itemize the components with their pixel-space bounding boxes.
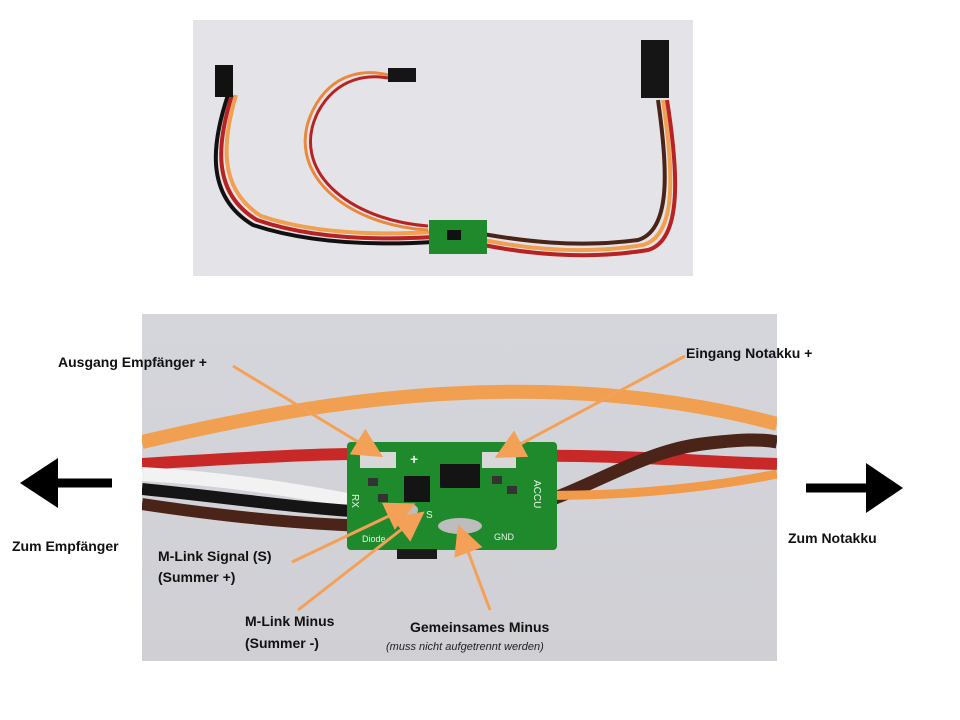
silk-accu: ACCU (531, 480, 542, 508)
pointer-mlink-signal (291, 502, 416, 564)
label-ausgang-empfaenger: Ausgang Empfänger + (58, 354, 207, 370)
servo-connector-right (641, 40, 669, 98)
servo-connector-left (215, 65, 233, 97)
photo-cable-overview (193, 20, 693, 276)
diode-component (404, 476, 430, 502)
silk-rx: RX (349, 494, 360, 508)
wire-red-left (142, 448, 358, 470)
label-mlink-minus-2: (Summer -) (245, 635, 319, 651)
wire-orange (142, 384, 777, 449)
label-zum-notakku: Zum Notakku (788, 530, 877, 546)
pointer-ausgang (232, 364, 384, 458)
label-mlink-signal-1: M-Link Signal (S) (158, 548, 272, 564)
pointer-gemeinsames-minus (454, 524, 492, 611)
silk-plus: + (410, 451, 418, 467)
silk-gnd: GND (494, 532, 515, 542)
arrow-right-icon (806, 463, 903, 513)
arrow-left-icon (20, 458, 112, 508)
servo-connector-middle (388, 68, 416, 82)
silk-s: S (426, 510, 433, 521)
pointer-eingang (494, 354, 686, 458)
label-zum-empfaenger: Zum Empfänger (12, 538, 119, 554)
silk-diode: Diode (362, 534, 386, 544)
label-gemeinsames-minus-note: (muss nicht aufgetrennt werden) (386, 641, 544, 653)
pointer-mlink-minus (297, 511, 425, 612)
label-mlink-minus-1: M-Link Minus (245, 613, 335, 629)
label-eingang-notakku: Eingang Notakku + (686, 345, 813, 361)
label-gemeinsames-minus: Gemeinsames Minus (410, 619, 550, 635)
ic-chip (440, 464, 480, 488)
label-mlink-signal-2: (Summer +) (158, 569, 236, 585)
